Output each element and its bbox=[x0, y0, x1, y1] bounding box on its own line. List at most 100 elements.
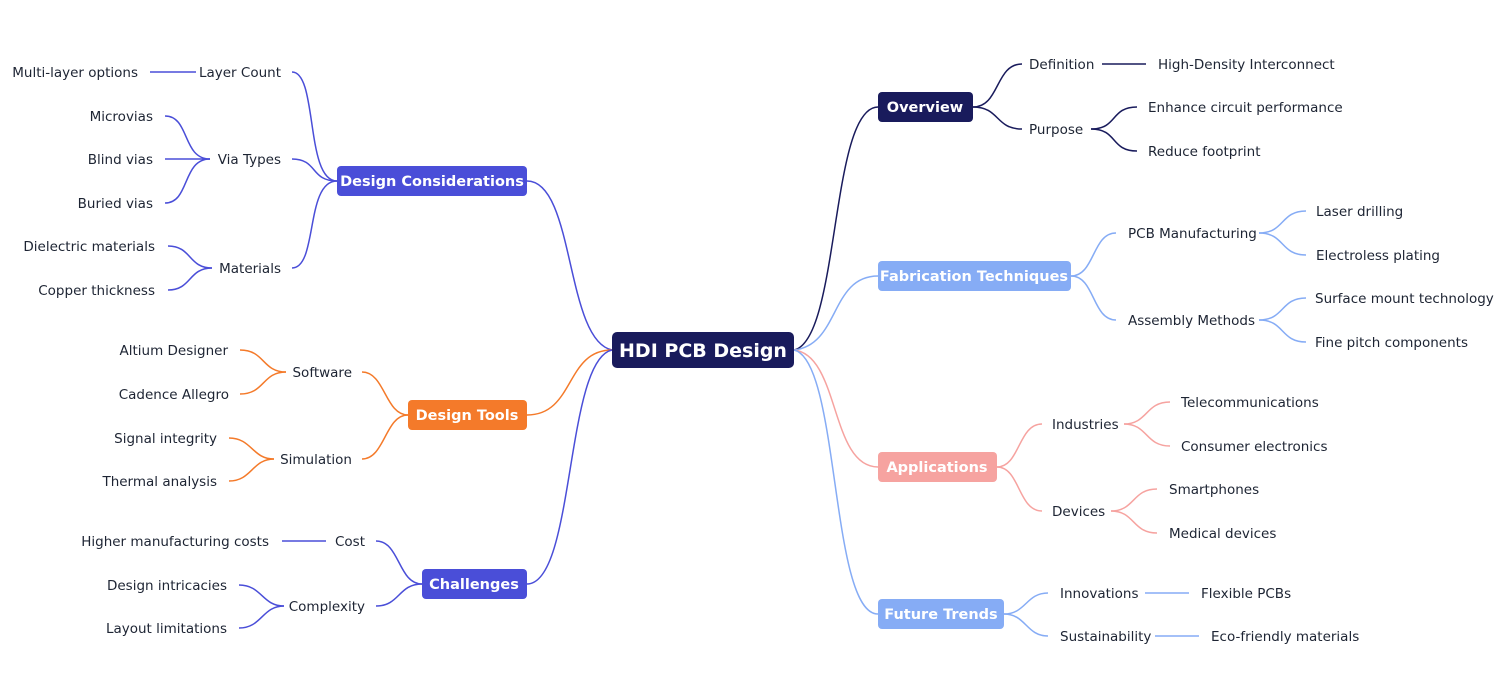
edge-ch-complexity bbox=[375, 583, 423, 607]
subnode-simulation[interactable]: Simulation bbox=[280, 452, 352, 468]
edge-applications-industries bbox=[996, 423, 1043, 468]
edge-center-future bbox=[793, 349, 879, 615]
subnode-pcb-manufacturing[interactable]: PCB Manufacturing bbox=[1128, 226, 1257, 242]
edge-complexity-intricacies bbox=[238, 584, 285, 607]
leaf-higher-manufacturing-costs[interactable]: Higher manufacturing costs bbox=[81, 534, 269, 550]
edge-dt-simulation bbox=[361, 414, 409, 460]
edge-simulation-signal bbox=[228, 437, 275, 460]
edge-viatypes-microvias bbox=[164, 115, 211, 160]
subnode-via-types[interactable]: Via Types bbox=[218, 152, 281, 168]
leaf-consumer-electronics[interactable]: Consumer electronics bbox=[1181, 439, 1327, 455]
leaf-surface-mount-technology[interactable]: Surface mount technology bbox=[1315, 291, 1494, 307]
leaf-reduce-footprint[interactable]: Reduce footprint bbox=[1148, 144, 1261, 160]
edge-center-challenges bbox=[526, 349, 613, 585]
edge-industries-telecom bbox=[1123, 401, 1171, 425]
subnode-purpose[interactable]: Purpose bbox=[1029, 122, 1083, 138]
edge-fabrication-pcbmfg bbox=[1070, 232, 1117, 277]
edge-overview-definition bbox=[972, 63, 1023, 108]
subnode-industries[interactable]: Industries bbox=[1052, 417, 1119, 433]
subnode-software[interactable]: Software bbox=[292, 365, 352, 381]
edge-future-innovations bbox=[1003, 592, 1049, 615]
branch-overview-label: Overview bbox=[887, 100, 963, 116]
subnode-sustainability[interactable]: Sustainability bbox=[1060, 629, 1151, 645]
subnode-complexity[interactable]: Complexity bbox=[289, 599, 365, 615]
branch-fabrication[interactable]: Fabrication Techniques bbox=[878, 261, 1071, 291]
edge-purpose-reduce bbox=[1090, 128, 1138, 152]
leaf-smartphones[interactable]: Smartphones bbox=[1169, 482, 1259, 498]
edge-software-cadence bbox=[239, 371, 287, 395]
branch-future[interactable]: Future Trends bbox=[878, 599, 1004, 629]
edge-ch-cost bbox=[375, 540, 423, 585]
branch-fabrication-label: Fabrication Techniques bbox=[880, 269, 1068, 285]
edge-complexity-layout bbox=[238, 605, 285, 629]
edge-fabrication-assembly bbox=[1070, 275, 1117, 321]
leaf-flexible-pcbs[interactable]: Flexible PCBs bbox=[1201, 586, 1291, 602]
edge-purpose-enhance bbox=[1090, 106, 1138, 130]
leaf-electroless-plating[interactable]: Electroless plating bbox=[1316, 248, 1440, 264]
subnode-devices[interactable]: Devices bbox=[1052, 504, 1105, 520]
edge-software-altium bbox=[239, 349, 287, 373]
subnode-innovations[interactable]: Innovations bbox=[1060, 586, 1139, 602]
leaf-layout-limitations[interactable]: Layout limitations bbox=[106, 621, 227, 637]
edge-dc-viatypes bbox=[291, 158, 338, 182]
edge-dc-layercount bbox=[291, 71, 338, 182]
leaf-altium-designer[interactable]: Altium Designer bbox=[120, 343, 229, 359]
leaf-medical-devices[interactable]: Medical devices bbox=[1169, 526, 1276, 542]
edge-dt-software bbox=[361, 371, 409, 416]
branch-future-label: Future Trends bbox=[884, 607, 997, 623]
leaf-dielectric-materials[interactable]: Dielectric materials bbox=[23, 239, 155, 255]
edge-simulation-thermal bbox=[228, 458, 275, 482]
leaf-copper-thickness[interactable]: Copper thickness bbox=[38, 283, 155, 299]
edge-assembly-smt bbox=[1258, 297, 1307, 321]
leaf-design-intricacies[interactable]: Design intricacies bbox=[107, 578, 227, 594]
edge-industries-consumer bbox=[1123, 423, 1171, 447]
edge-center-design-tools bbox=[526, 349, 613, 416]
leaf-telecommunications[interactable]: Telecommunications bbox=[1180, 395, 1319, 411]
edge-center-applications bbox=[793, 349, 879, 468]
subnode-definition[interactable]: Definition bbox=[1029, 57, 1094, 73]
edge-dc-materials bbox=[291, 180, 338, 269]
branch-design-considerations-label: Design Considerations bbox=[340, 174, 524, 190]
leaf-laser-drilling[interactable]: Laser drilling bbox=[1316, 204, 1403, 220]
leaf-buried-vias[interactable]: Buried vias bbox=[78, 196, 153, 212]
leaf-signal-integrity[interactable]: Signal integrity bbox=[114, 431, 217, 447]
branch-design-tools[interactable]: Design Tools bbox=[408, 400, 527, 430]
subnode-materials[interactable]: Materials bbox=[219, 261, 281, 277]
branch-challenges[interactable]: Challenges bbox=[422, 569, 527, 599]
center-label: HDI PCB Design bbox=[619, 340, 787, 362]
subnode-assembly-methods[interactable]: Assembly Methods bbox=[1128, 313, 1255, 329]
edge-devices-smartphones bbox=[1110, 488, 1158, 512]
center-node[interactable]: HDI PCB Design bbox=[612, 332, 794, 368]
edge-center-overview bbox=[793, 106, 879, 351]
edge-materials-dielectric bbox=[167, 245, 213, 269]
leaf-blind-vias[interactable]: Blind vias bbox=[88, 152, 153, 168]
branch-design-considerations[interactable]: Design Considerations bbox=[337, 166, 527, 196]
edge-viatypes-buried bbox=[164, 158, 211, 204]
leaf-eco-friendly-materials[interactable]: Eco-friendly materials bbox=[1211, 629, 1359, 645]
edges-layer bbox=[150, 63, 1307, 637]
subnode-layer-count[interactable]: Layer Count bbox=[199, 65, 281, 81]
subnode-cost[interactable]: Cost bbox=[335, 534, 365, 550]
leaf-thermal-analysis[interactable]: Thermal analysis bbox=[101, 474, 217, 490]
branch-design-tools-label: Design Tools bbox=[416, 408, 519, 424]
leaf-multi-layer-options[interactable]: Multi-layer options bbox=[12, 65, 138, 81]
edge-center-design-considerations bbox=[526, 180, 613, 351]
edge-overview-purpose bbox=[972, 106, 1023, 130]
edge-center-fabrication bbox=[793, 275, 879, 351]
leaf-cadence-allegro[interactable]: Cadence Allegro bbox=[119, 387, 229, 403]
leaf-microvias[interactable]: Microvias bbox=[90, 109, 153, 125]
branch-applications[interactable]: Applications bbox=[878, 452, 997, 482]
branch-applications-label: Applications bbox=[886, 460, 987, 476]
edge-assembly-finepitch bbox=[1258, 319, 1307, 343]
leaf-high-density-interconnect[interactable]: High-Density Interconnect bbox=[1158, 57, 1335, 73]
edge-pcbmfg-laser bbox=[1258, 210, 1307, 234]
leaf-fine-pitch-components[interactable]: Fine pitch components bbox=[1315, 335, 1468, 351]
edge-materials-copper bbox=[167, 267, 213, 291]
edge-pcbmfg-electroless bbox=[1258, 232, 1307, 256]
branch-challenges-label: Challenges bbox=[429, 577, 519, 593]
leaf-enhance-circuit-performance[interactable]: Enhance circuit performance bbox=[1148, 100, 1343, 116]
edge-future-sustainability bbox=[1003, 613, 1049, 637]
edge-applications-devices bbox=[996, 466, 1043, 512]
branch-overview[interactable]: Overview bbox=[878, 92, 973, 122]
